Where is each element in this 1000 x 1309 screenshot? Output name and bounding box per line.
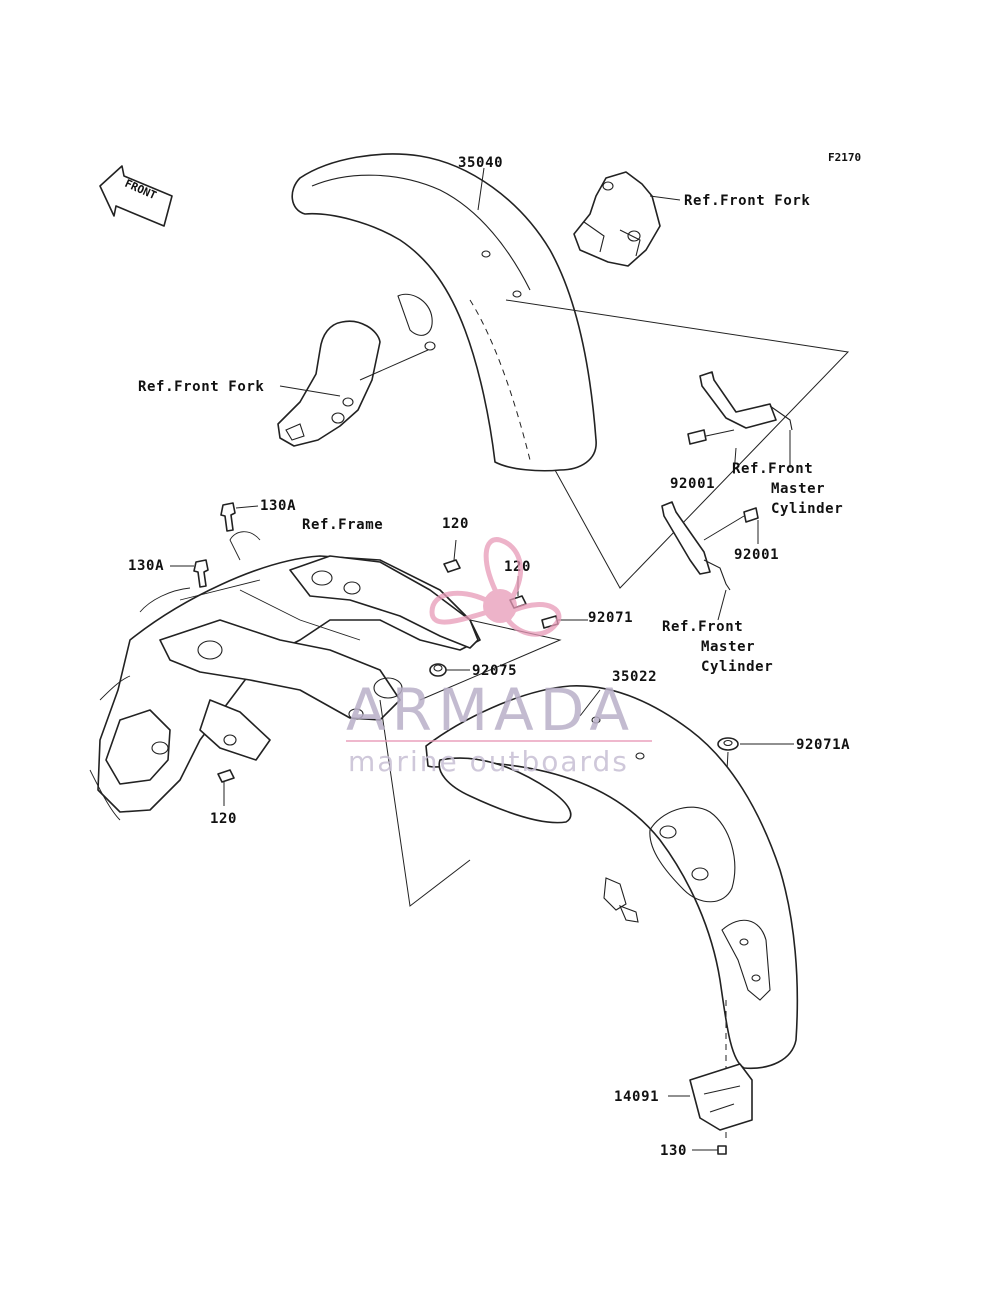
- ref-master-cylinder-a-line3: Cylinder: [771, 501, 843, 517]
- part-92071A-label: 92071A: [796, 737, 850, 753]
- bolt-130A-upper: [220, 502, 259, 532]
- part-120-b-label: 120: [504, 559, 531, 575]
- part-92071-label: 92071: [588, 610, 633, 626]
- part-120-c-label: 120: [210, 811, 237, 827]
- watermark-brand: ARMADA: [346, 676, 635, 744]
- part-92001-b-label: 92001: [734, 547, 779, 563]
- figure-code: F2170: [828, 151, 861, 164]
- bolt-130A-left: [170, 559, 209, 588]
- ref-front-fork-top-label: Ref.Front Fork: [684, 193, 810, 209]
- grommet-92075: [429, 663, 470, 677]
- armada-propeller-logo: [429, 537, 562, 637]
- master-cylinder-bracket-b: [661, 501, 759, 591]
- ref-front-fork-left-label: Ref.Front Fork: [138, 379, 264, 395]
- ref-master-cylinder-b-line1: Ref.Front: [662, 619, 743, 635]
- ref-master-cylinder-a-line1: Ref.Front: [732, 461, 813, 477]
- left-front-fork-slider: [277, 320, 381, 447]
- part-130-label: 130: [660, 1143, 687, 1159]
- part-35022-label: 35022: [612, 669, 657, 685]
- part-130A-left-label: 130A: [128, 558, 164, 574]
- part-120-a-label: 120: [442, 516, 469, 532]
- ref-master-cylinder-b-line3: Cylinder: [701, 659, 773, 675]
- upper-front-fender-35040: [291, 153, 597, 472]
- ref-frame-label: Ref.Frame: [302, 517, 383, 533]
- right-front-fork-bracket: [573, 171, 681, 267]
- armada-watermark: ARMADA marine outboards: [346, 537, 652, 778]
- master-cylinder-bracket-a: [687, 371, 793, 445]
- lower-front-fender-35022: [425, 685, 799, 1140]
- ref-master-cylinder-b-line2: Master: [701, 639, 755, 655]
- part-35040-label: 35040: [458, 155, 503, 171]
- watermark-divider: [346, 740, 652, 742]
- front-direction-arrow: FRONT: [99, 165, 173, 227]
- part-92075-label: 92075: [472, 663, 517, 679]
- part-130A-upper-label: 130A: [260, 498, 296, 514]
- assembly-guide-lines-lower: [379, 619, 562, 907]
- bolt-120-a: [443, 539, 461, 573]
- leader-lines: [477, 167, 791, 717]
- watermark-tagline: marine outboards: [348, 745, 629, 778]
- part-92001-a-label: 92001: [670, 476, 715, 492]
- ref-master-cylinder-a-line2: Master: [771, 481, 825, 497]
- bolt-120-c: [217, 769, 235, 806]
- fender-cover-14091: [668, 1063, 753, 1155]
- clip-92071: [541, 615, 588, 629]
- part-14091-label: 14091: [614, 1089, 659, 1105]
- frame-assembly: [89, 531, 481, 821]
